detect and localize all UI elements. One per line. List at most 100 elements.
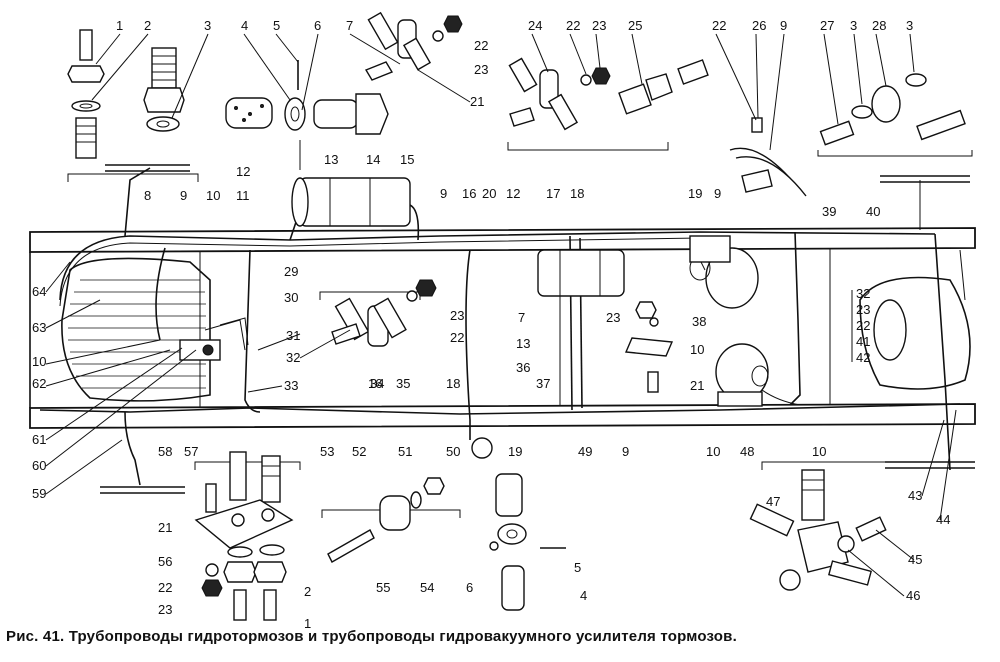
label-52: 52 xyxy=(352,444,366,459)
label-21: 21 xyxy=(690,378,704,393)
label-5: 5 xyxy=(574,560,581,575)
label-27: 27 xyxy=(820,18,834,33)
label-26: 26 xyxy=(752,18,766,33)
label-15: 15 xyxy=(400,152,414,167)
label-60: 60 xyxy=(32,458,46,473)
label-64: 64 xyxy=(32,284,46,299)
label-20: 20 xyxy=(482,186,496,201)
label-22: 22 xyxy=(158,580,172,595)
label-21: 21 xyxy=(470,94,484,109)
label-9: 9 xyxy=(180,188,187,203)
label-56: 56 xyxy=(158,554,172,569)
label-37: 37 xyxy=(536,376,550,391)
label-5: 5 xyxy=(273,18,280,33)
label-4: 4 xyxy=(241,18,248,33)
label-45: 45 xyxy=(908,552,922,567)
tee-fitting-28 xyxy=(819,73,966,146)
label-61: 61 xyxy=(32,432,46,447)
label-3: 3 xyxy=(204,18,211,33)
label-44: 44 xyxy=(936,512,950,527)
label-23: 23 xyxy=(606,310,620,325)
label-22: 22 xyxy=(566,18,580,33)
label-42: 42 xyxy=(856,350,870,365)
label-23: 23 xyxy=(158,602,172,617)
label-31: 31 xyxy=(286,328,300,343)
hose-lower-detail xyxy=(471,437,566,611)
label-13: 13 xyxy=(516,336,530,351)
label-9: 9 xyxy=(440,186,447,201)
label-3: 3 xyxy=(850,18,857,33)
label-16: 16 xyxy=(368,376,382,391)
label-3: 3 xyxy=(906,18,913,33)
label-63: 63 xyxy=(32,320,46,335)
label-8: 8 xyxy=(144,188,151,203)
label-10: 10 xyxy=(690,342,704,357)
label-7: 7 xyxy=(346,18,353,33)
leader-lines xyxy=(45,33,957,597)
label-34: 34 xyxy=(370,376,384,391)
label-25: 25 xyxy=(628,18,642,33)
label-18: 18 xyxy=(446,376,460,391)
figure-caption: Рис. 41. Трубопроводы гидротормозов и тр… xyxy=(6,628,737,645)
clamp-detail-16 xyxy=(331,279,437,347)
label-28: 28 xyxy=(872,18,886,33)
label-29: 29 xyxy=(284,264,298,279)
rear-axle-housing xyxy=(859,180,971,390)
bottom-left-assembly xyxy=(194,451,294,621)
clamp-detail-7 xyxy=(364,11,463,81)
label-46: 46 xyxy=(906,588,920,603)
label-16: 16 xyxy=(462,186,476,201)
label-21: 21 xyxy=(158,520,172,535)
label-39: 39 xyxy=(822,204,836,219)
label-12: 12 xyxy=(236,164,250,179)
label-41: 41 xyxy=(856,334,870,349)
label-22: 22 xyxy=(450,330,464,345)
label-6: 6 xyxy=(466,580,473,595)
bracket-detail-10 xyxy=(624,301,674,393)
fitting-detail-1 xyxy=(67,29,105,159)
label-51: 51 xyxy=(398,444,412,459)
bolt-26-and-hose-9 xyxy=(729,117,807,197)
label-23: 23 xyxy=(474,62,488,77)
label-48: 48 xyxy=(740,444,754,459)
label-23: 23 xyxy=(856,302,870,317)
vacuum-chamber-lower xyxy=(715,343,769,407)
label-47: 47 xyxy=(766,494,780,509)
label-22: 22 xyxy=(712,18,726,33)
label-50: 50 xyxy=(446,444,460,459)
label-10: 10 xyxy=(206,188,220,203)
label-9: 9 xyxy=(780,18,787,33)
label-23: 23 xyxy=(450,308,464,323)
label-1: 1 xyxy=(116,18,123,33)
rear-axle-tube-upper xyxy=(880,175,970,183)
label-11: 11 xyxy=(236,188,250,203)
front-axle-tube-upper xyxy=(105,164,190,172)
label-22: 22 xyxy=(856,318,870,333)
label-14: 14 xyxy=(366,152,380,167)
label-59: 59 xyxy=(32,486,46,501)
distribution-block-47 xyxy=(749,469,887,591)
label-7: 7 xyxy=(518,310,525,325)
bushing-and-bolt-55 xyxy=(327,477,445,563)
label-9: 9 xyxy=(714,186,721,201)
label-30: 30 xyxy=(284,290,298,305)
label-6: 6 xyxy=(314,18,321,33)
label-62: 62 xyxy=(32,376,46,391)
label-40: 40 xyxy=(866,204,880,219)
label-38: 38 xyxy=(692,314,706,329)
label-4: 4 xyxy=(580,588,587,603)
label-23: 23 xyxy=(592,18,606,33)
label-55: 55 xyxy=(376,580,390,595)
label-13: 13 xyxy=(324,152,338,167)
label-12: 12 xyxy=(506,186,520,201)
label-49: 49 xyxy=(578,444,592,459)
label-19: 19 xyxy=(688,186,702,201)
front-axle-tube-lower xyxy=(100,486,185,494)
label-53: 53 xyxy=(320,444,334,459)
central-cylinder xyxy=(537,249,625,297)
booster-unit-upper xyxy=(291,177,411,227)
label-19: 19 xyxy=(508,444,522,459)
label-2: 2 xyxy=(144,18,151,33)
label-58: 58 xyxy=(158,444,172,459)
